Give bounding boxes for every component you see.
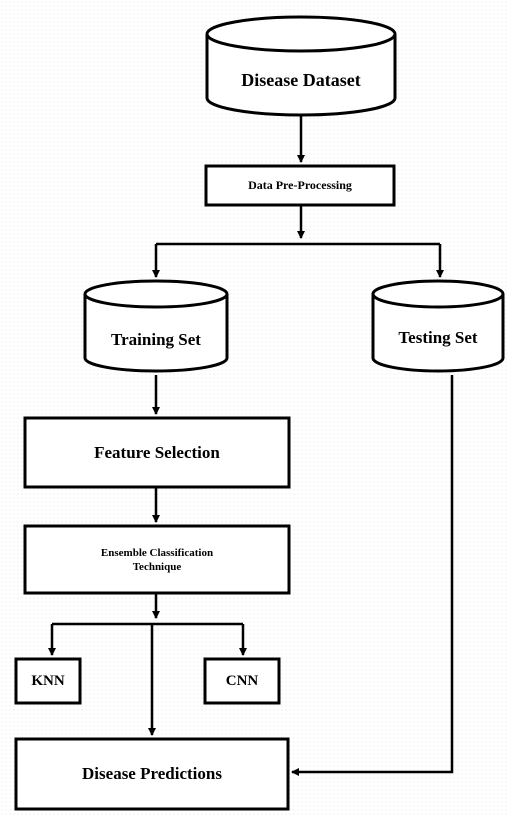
disease-dataset-label: Disease Dataset [241,69,361,90]
testing-set-cylinder-top [371,279,505,309]
feature-selection-box [23,416,291,489]
disease-predictions-label: Disease Predictions [82,764,222,784]
testing-set-label: Testing Set [398,328,478,348]
knn-box [14,657,82,705]
ensemble-label: Ensemble Classification Technique [100,547,214,573]
arrow-testing-to-predictions [291,375,454,776]
disease-predictions-box [14,737,290,811]
knn-label: KNN [31,672,65,689]
disease-dataset-cylinder-top [205,15,397,53]
training-set-cylinder [83,294,229,373]
training-set-label: Training Set [111,330,201,350]
testing-set-cylinder [371,294,505,373]
disease-dataset-cylinder [205,34,397,117]
preprocessing-label: Data Pre-Processing [248,178,352,192]
cnn-label: CNN [225,672,259,689]
cnn-box [203,657,281,705]
training-set-cylinder-top [83,279,229,309]
ensemble-box [23,524,291,595]
feature-selection-label: Feature Selection [94,442,220,462]
